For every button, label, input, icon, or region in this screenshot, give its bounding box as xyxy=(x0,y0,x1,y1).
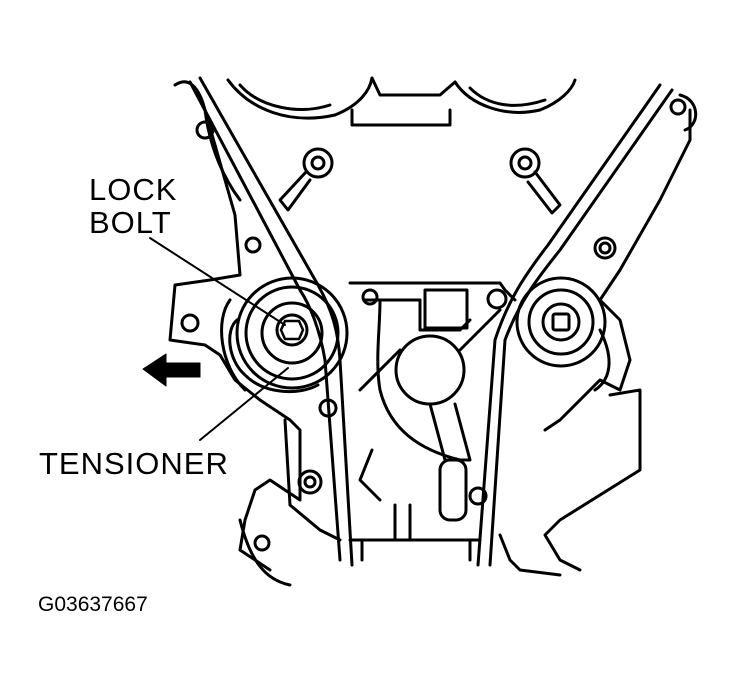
tensioner-label: TENSIONER xyxy=(39,446,229,481)
center-mechanism xyxy=(350,283,515,560)
tensioner-pulley xyxy=(222,278,347,392)
engine-block-outline xyxy=(170,78,696,570)
left-arrow-icon xyxy=(143,354,200,386)
figure-code: G03637667 xyxy=(38,593,148,616)
idler-pulley xyxy=(517,278,605,366)
lock-bolt-label-line2: BOLT xyxy=(89,205,172,240)
lower-housing xyxy=(240,420,560,585)
lock-bolt xyxy=(277,315,307,345)
tensioner-leader xyxy=(200,368,288,440)
mounting-bosses xyxy=(182,100,685,550)
timing-belt xyxy=(190,78,672,565)
lock-bolt-label-line1: LOCK xyxy=(89,172,178,207)
lock-bolt-leader xyxy=(150,238,285,325)
leader-lines xyxy=(150,238,288,440)
